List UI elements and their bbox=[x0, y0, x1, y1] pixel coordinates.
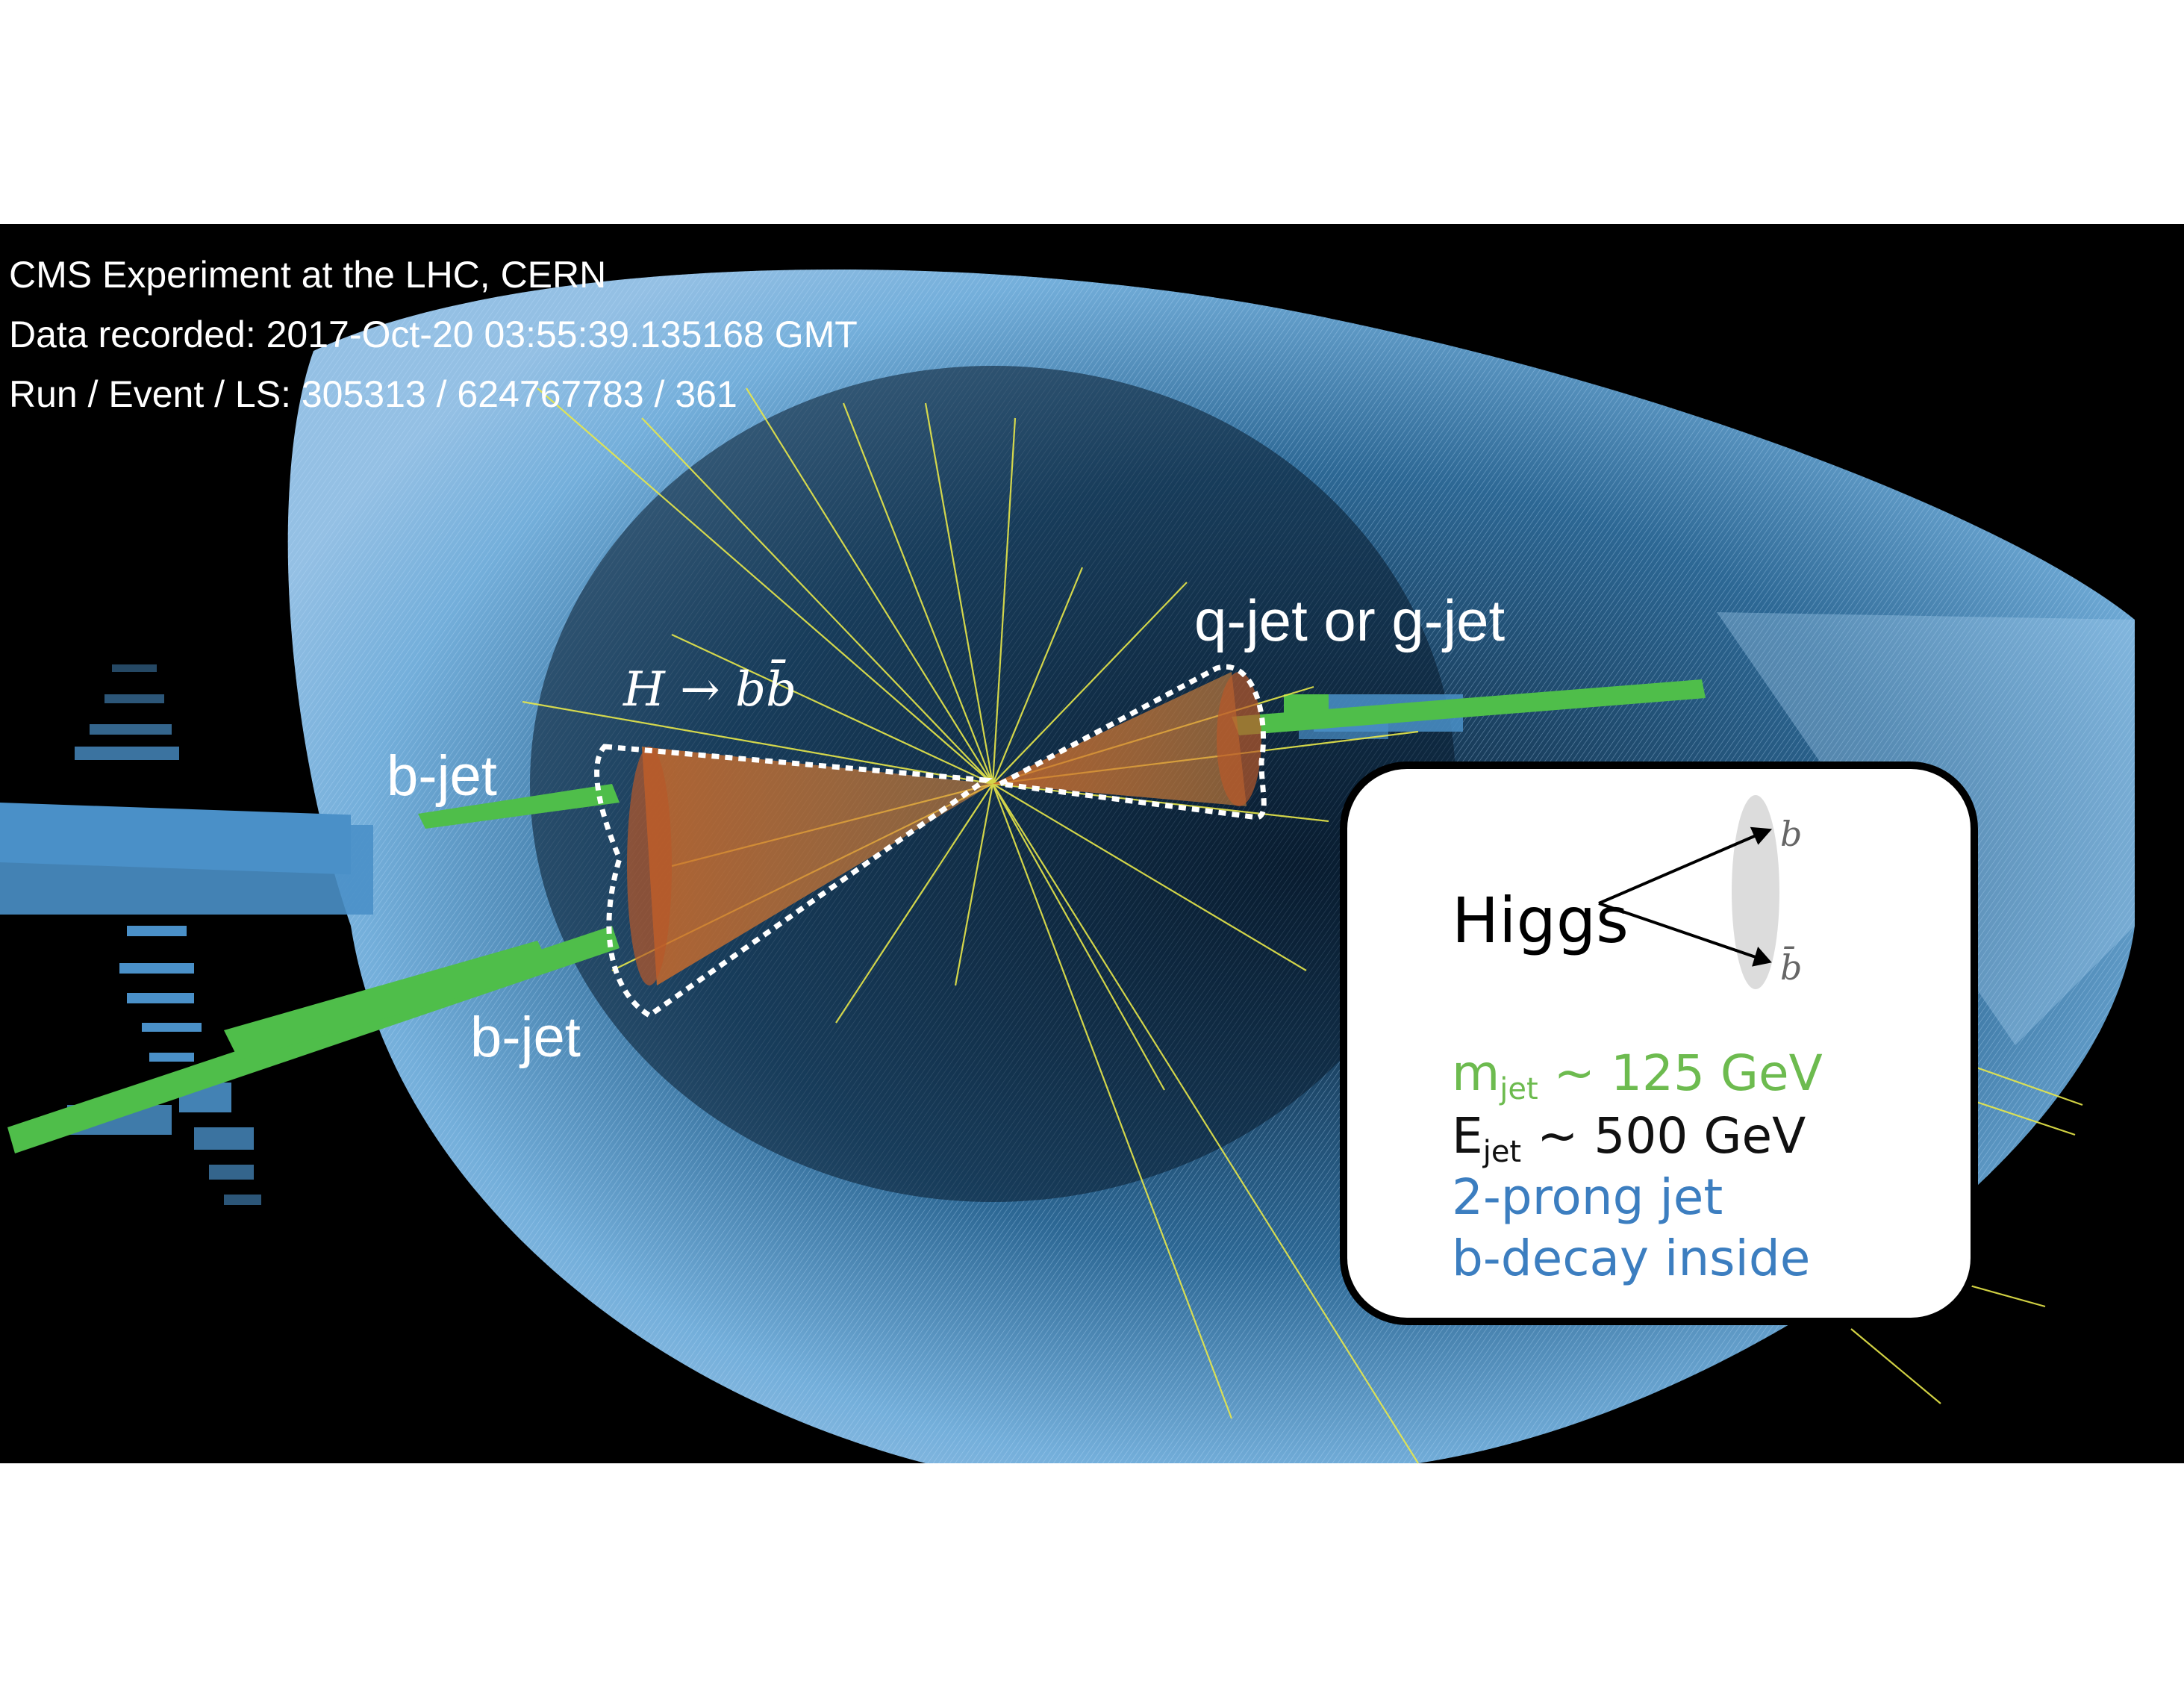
jet-outlines bbox=[594, 664, 1267, 1019]
jet-energy-sub: jet bbox=[1482, 1135, 1521, 1169]
jet-cones bbox=[627, 672, 1261, 985]
header-line-3: Run / Event / LS: 305313 / 624767783 / 3… bbox=[9, 373, 737, 415]
bjet-upper-label: b-jet bbox=[387, 744, 497, 808]
decay-arrows bbox=[1598, 826, 1773, 967]
bb-ellipse bbox=[1732, 795, 1779, 989]
qjet-label: q-jet or g-jet bbox=[1194, 588, 1505, 653]
prong-line: 2-prong jet bbox=[1452, 1168, 1723, 1226]
info-box: Higgs b b̄ mjet ~ 125 GeV Ejet ~ 500 GeV… bbox=[1340, 762, 1978, 1325]
calorimeter-towers bbox=[0, 664, 1463, 1205]
jet-energy-line: Ejet ~ 500 GeV bbox=[1452, 1107, 1806, 1169]
jet-mass-rest: ~ 125 GeV bbox=[1538, 1044, 1823, 1102]
jet-mass-main: m bbox=[1452, 1044, 1500, 1102]
jet-energy-rest: ~ 500 GeV bbox=[1521, 1107, 1806, 1165]
jet-energy-main: E bbox=[1452, 1107, 1483, 1165]
b-label: b bbox=[1780, 814, 1802, 854]
bbar-label: b̄ bbox=[1780, 945, 1802, 988]
jet-mass-sub: jet bbox=[1499, 1072, 1538, 1106]
bjet-lower-label: b-jet bbox=[470, 1006, 581, 1069]
bdecay-line: b-decay inside bbox=[1452, 1230, 1810, 1287]
higgs-label: Higgs bbox=[1452, 884, 1629, 957]
header-line-2: Data recorded: 2017-Oct-20 03:55:39.1351… bbox=[9, 314, 858, 355]
header-line-1: CMS Experiment at the LHC, CERN bbox=[9, 254, 606, 296]
decay-label: H → bb̄ bbox=[623, 659, 796, 717]
jet-mass-line: mjet ~ 125 GeV bbox=[1452, 1044, 1823, 1106]
green-jets bbox=[7, 679, 1706, 1153]
